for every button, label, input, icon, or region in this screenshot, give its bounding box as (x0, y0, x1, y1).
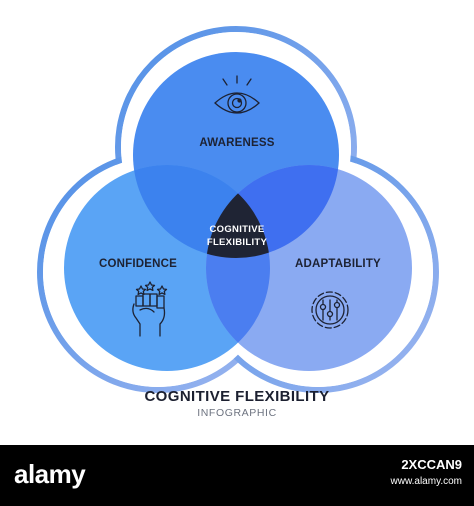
image-code: 2XCCAN9 (401, 457, 462, 472)
watermark-meta: 2XCCAN9 www.alamy.com (391, 457, 463, 487)
fist-icon (132, 281, 168, 337)
center-label-line1: COGNITIVE (210, 224, 265, 235)
eye-icon (214, 75, 260, 114)
watermark-url: www.alamy.com (390, 476, 463, 487)
overlap-awareness-adaptability (206, 165, 339, 258)
infographic-subtitle: INFOGRAPHIC (197, 407, 277, 419)
gear-sliders-icon (311, 291, 349, 329)
alamy-logo: alamy (14, 459, 86, 489)
watermark-bar: alamy 2XCCAN9 www.alamy.com (0, 445, 474, 506)
venn-diagram: AWARENESS CONFIDENCE ADAPTABILITY COGNIT… (37, 26, 439, 393)
infographic-title: COGNITIVE FLEXIBILITY (144, 388, 330, 405)
label-confidence: CONFIDENCE (99, 258, 177, 270)
label-awareness: AWARENESS (199, 137, 274, 149)
center-label-line2: FLEXIBILITY (207, 237, 268, 248)
label-adaptability: ADAPTABILITY (295, 258, 381, 270)
overlap-awareness-confidence (133, 165, 270, 258)
caption: COGNITIVE FLEXIBILITY INFOGRAPHIC (0, 388, 474, 419)
